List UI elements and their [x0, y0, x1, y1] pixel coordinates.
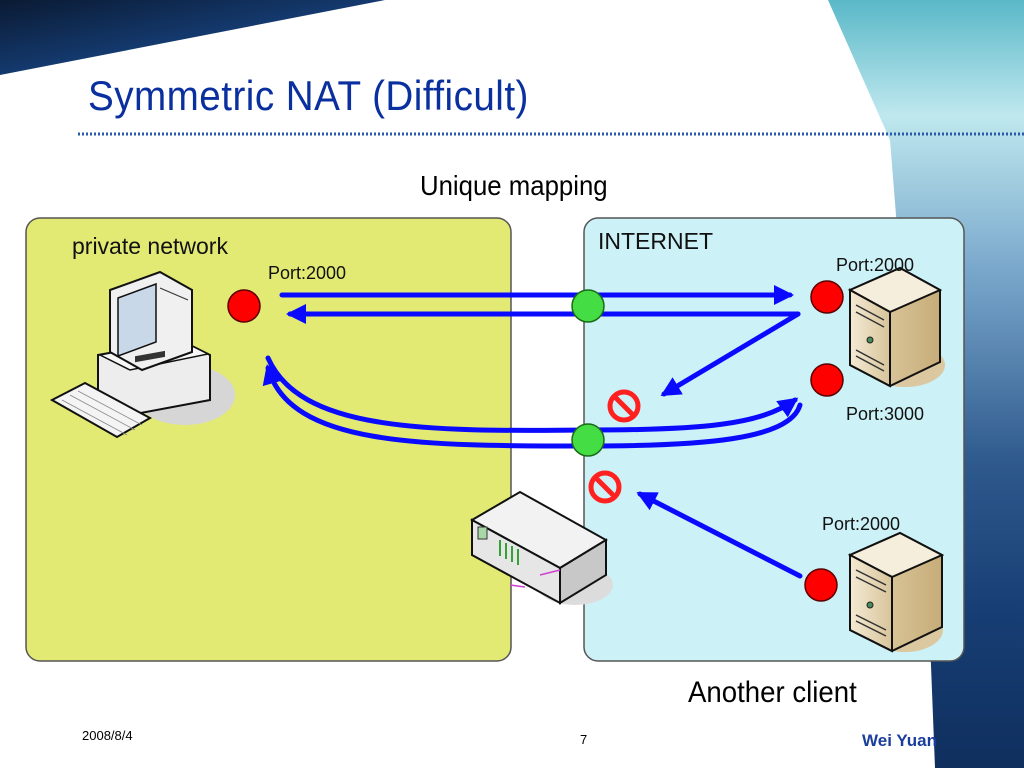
nat-mapping-1 [571, 289, 605, 323]
another-client-arrow-blocked [636, 491, 803, 579]
server2-port-label: Port:2000 [822, 514, 900, 534]
desktop-computer-icon [49, 270, 235, 439]
server1-port-b-label: Port:3000 [846, 404, 924, 424]
client-port-label: Port:2000 [268, 263, 346, 283]
title-divider [78, 132, 1024, 136]
server-tower-icon [847, 266, 945, 388]
internet-label: INTERNET [598, 228, 713, 254]
return-arrow-client-curved [262, 364, 803, 449]
another-client-label: Another client [688, 676, 857, 709]
server1-port2000-endpoint [810, 280, 844, 314]
unique-mapping-caption: Unique mapping [420, 170, 608, 201]
outbound-arrow-server1-port3000 [265, 355, 799, 433]
server1-port-a-label: Port:2000 [836, 255, 914, 275]
server-tower-icon [847, 531, 945, 653]
server2-port2000-endpoint [804, 568, 838, 602]
corner-decoration [0, 0, 385, 75]
page-number: 7 [580, 732, 588, 747]
blocked-icon [588, 470, 622, 504]
server1-port3000-endpoint [810, 363, 844, 397]
author-name: Wei Yuan [862, 731, 937, 750]
slide-title: Symmetric NAT (Difficult) [88, 72, 529, 119]
rejected-arrow-to-mapping [660, 311, 801, 397]
nat-mapping-2 [571, 423, 605, 457]
blocked-icon [607, 389, 641, 423]
router-icon [469, 490, 613, 605]
private-network-panel: private network [25, 217, 512, 662]
slide-date: 2008/8/4 [82, 728, 133, 743]
client-port-endpoint [227, 289, 261, 323]
private-network-label: private network [72, 233, 228, 259]
